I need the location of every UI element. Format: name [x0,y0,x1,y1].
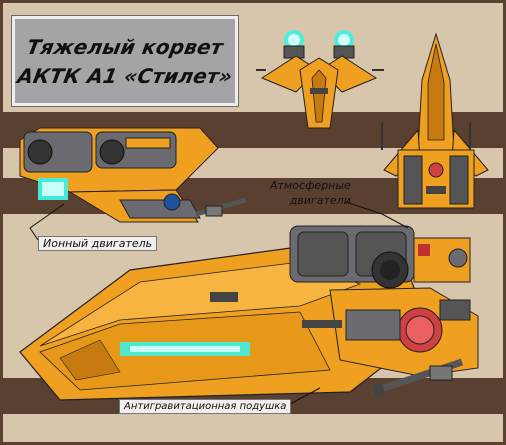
ship-perspective-view [19,225,479,401]
ion-engine-label: Ионный двигатель [38,236,158,251]
atmospheric-engines-label-line1: Атмосферные [270,179,351,192]
title-panel: Тяжелый корвет АКТК А1 «Стилет» [11,15,239,107]
title-line-1: Тяжелый корвет [24,35,226,59]
atmospheric-engines-label: Атмосферные двигатели [266,178,355,208]
ship-top-view [381,32,489,209]
antigrav-label: Антигравитационная подушка [119,399,292,414]
callout-lines [29,201,409,405]
title-line-2: АКТК А1 «Стилет» [15,64,235,88]
ship-front-view [256,30,384,129]
ship-side-view [19,127,247,223]
atmospheric-engines-label-line2: двигатели [289,194,351,207]
